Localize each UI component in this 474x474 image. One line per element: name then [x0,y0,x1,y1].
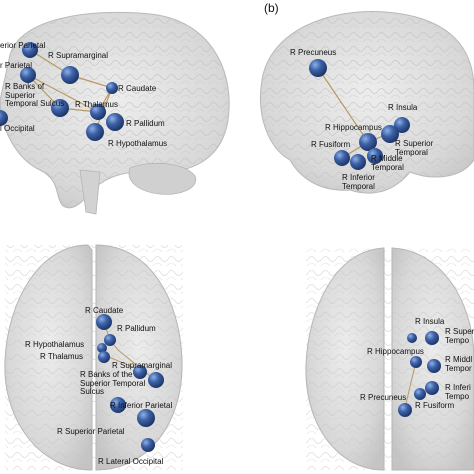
node-pallidum [104,334,116,346]
node-caudate [106,82,118,94]
panel-medial-view [259,11,474,194]
panel-axial-view-right [305,247,474,471]
node-hypothalamus [86,123,104,141]
label-thalamus: R Thalamus [75,100,118,109]
nodes-axial-left [96,314,164,452]
node-insula [394,117,410,133]
node-inferior-parietal [20,67,36,83]
node-pallidum [106,113,124,131]
node-supramarginal [61,66,79,84]
label-pallidum: R Pallidum [117,324,156,333]
node-lateral-occipital [0,110,8,126]
brain-texture [0,12,230,208]
label-lateral-occipital: R Lateral Occipital [98,457,164,466]
nodes-axial-right [398,331,441,417]
node-hippocampus [359,133,377,151]
label-caudate: R Caudate [118,84,157,93]
node-thalamus [98,351,110,363]
brain-texture [5,245,183,470]
node-superior-temporal [381,125,399,143]
label-inferior-parietal: R Inferior Parietal [110,401,173,410]
node-fusiform [414,388,426,400]
panel-axial-view-left [4,244,183,471]
node-inferior-parietal [137,409,155,427]
label-thalamus: R Thalamus [40,352,83,361]
label-hypothalamus: R Hypothalamus [25,340,85,349]
node-superior-parietal [110,397,126,413]
brain-texture [306,248,474,470]
label-pallidum: R Pallidum [126,119,165,128]
node-precuneus [398,403,412,417]
node-banks-sts [51,99,69,117]
label-banks-sts: R Banks of the Superior Temporal Sulcus [80,370,146,396]
brain-texture [260,11,474,194]
node-inferior-temporal [425,381,439,395]
label-superior-parietal: erior Parietal [0,41,46,50]
label-fusiform: R Fusiform [415,401,455,410]
node-caudate [96,314,112,330]
label-hippocampus: R Hippocampus [367,347,424,356]
label-supramarginal: R Supramarginal [112,361,173,370]
panel-label-b: (b) [264,1,279,15]
node-banks-sts [148,372,164,388]
node-precuneus [309,59,327,77]
label-superior-temporal: R Superi Tempo [445,327,474,345]
label-supramarginal: R Supramarginal [48,51,109,60]
node-supramarginal [133,365,147,379]
node-lateral-occipital [141,438,155,452]
node-superior-parietal [22,42,38,58]
label-caudate: R Caudate [85,306,124,315]
label-hippocampus: R Hippocampus [325,123,382,132]
cerebellum-outline [128,163,197,195]
node-hippocampus [410,356,422,368]
label-fusiform: R Fusiform [311,140,351,149]
node-fusiform [334,150,350,166]
brainstem-outline [79,169,101,215]
label-insula: R Insula [388,103,418,112]
label-superior-temporal: R Superior Temporal [395,139,434,157]
label-insula: R Insula [415,317,445,326]
node-middle-temporal [367,148,383,164]
label-lateral-occipital: l Occipital [0,124,35,133]
label-middle-temporal: R Middl Tempor [445,355,473,373]
label-inferior-temporal: R Inferior Temporal [342,173,375,191]
node-thalamus [90,104,106,120]
label-hypothalamus: R Hypothalamus [108,139,168,148]
label-banks-sts: R Banks of Superior Temporal Sulcus [5,82,65,108]
label-precuneus: R Precuneus [290,48,337,57]
node-hypothalamus [97,343,107,353]
panel-lateral-view [0,11,230,215]
label-inferior-parietal: r Parietal [0,61,33,70]
nodes-lateral [0,42,124,141]
label-precuneus: R Precuneus [360,393,407,402]
node-insula [407,333,417,343]
label-superior-parietal: R Superior Parietal [57,427,125,436]
node-inferior-temporal [350,154,366,170]
label-inferior-temporal: R Inferi Tempo [445,383,471,401]
label-middle-temporal: R Middle Temporal [371,154,404,172]
node-middle-temporal [427,359,441,373]
node-superior-temporal [425,331,439,345]
nodes-medial [309,59,410,170]
